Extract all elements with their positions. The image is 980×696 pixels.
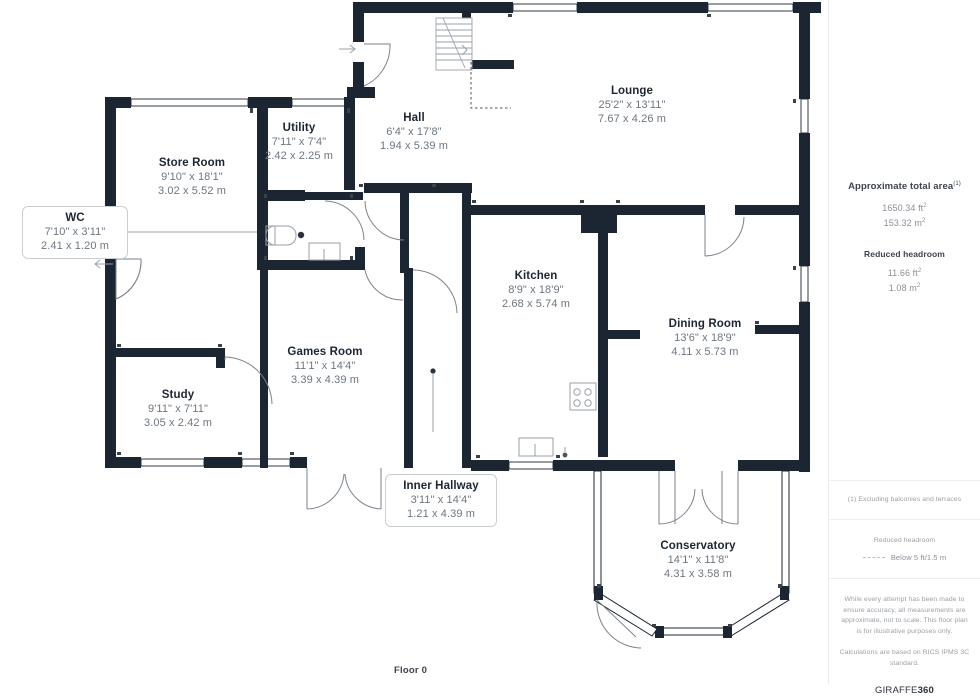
divider-1 bbox=[829, 480, 980, 482]
room-label-utility: Utility 7'11" x 7'4" 2.42 x 2.25 m bbox=[234, 121, 364, 163]
room-name: Kitchen bbox=[514, 270, 558, 282]
reduced-headroom-title: Reduced headroom bbox=[864, 249, 945, 260]
legend-section: Reduced headroom Below 5 ft/1.5 m bbox=[829, 520, 980, 578]
room-name: WC bbox=[65, 212, 85, 224]
floorplan-svg: .w { fill:#1c2633; } .win { fill:#ffffff… bbox=[22, 2, 821, 649]
room-name: Games Room bbox=[287, 346, 363, 358]
room-dim-ft: 13'6" x 18'9" bbox=[674, 332, 736, 344]
divider-2 bbox=[829, 519, 980, 521]
total-area-title-text: Approximate total area bbox=[848, 181, 954, 193]
sq-sup: 2 bbox=[917, 268, 922, 275]
total-area-m-value: 153.32 m bbox=[883, 218, 922, 229]
legend-title: Reduced headroom bbox=[873, 537, 936, 545]
room-dim-ft: 11'1" x 14'4" bbox=[294, 360, 356, 372]
room-name: Hall bbox=[403, 112, 425, 124]
footnote-section: (1) Excluding balconies and terraces bbox=[829, 481, 980, 519]
room-dim-m: 3.39 x 4.39 m bbox=[291, 374, 359, 386]
total-area-ft: 1650.34 ft2 bbox=[839, 200, 970, 215]
room-name: Utility bbox=[282, 122, 316, 134]
room-label-kitchen: Kitchen 8'9" x 18'9" 2.68 x 5.74 m bbox=[466, 269, 606, 311]
giraffe360-logo: GIRAFFE360 bbox=[839, 685, 970, 696]
room-dim-ft: 3'11" x 14'4" bbox=[410, 494, 472, 506]
room-dim-m: 2.68 x 5.74 m bbox=[502, 298, 570, 310]
info-sidebar: Approximate total area(1) 1650.34 ft2 15… bbox=[828, 0, 980, 696]
sq-sup: 2 bbox=[916, 283, 921, 290]
room-label-lounge: Lounge 25'2" x 13'11" 7.67 x 4.26 m bbox=[557, 84, 707, 126]
total-area-section: Approximate total area(1) 1650.34 ft2 15… bbox=[829, 0, 980, 230]
disclaimer-text-1: While every attempt has been made to ens… bbox=[841, 596, 968, 635]
disclaimer-text-2: Calculations are based on RICS IPMS 3C s… bbox=[839, 649, 970, 667]
reduced-headroom-ft-value: 11.66 ft bbox=[887, 268, 918, 279]
room-dim-ft: 7'10" x 3'11" bbox=[44, 226, 106, 238]
room-name: Study bbox=[161, 389, 195, 401]
reduced-headroom-section: Reduced headroom 11.66 ft2 1.08 m2 bbox=[829, 230, 980, 295]
room-dim-ft: 8'9" x 18'9" bbox=[508, 284, 564, 296]
total-area-footnote-marker: (1) bbox=[953, 181, 961, 187]
room-dim-m: 2.42 x 2.25 m bbox=[265, 150, 333, 162]
room-dim-m: 3.05 x 2.42 m bbox=[144, 417, 212, 429]
room-dim-ft: 6'4" x 17'8" bbox=[386, 126, 442, 138]
room-dim-ft: 7'11" x 7'4" bbox=[271, 136, 327, 148]
logo-text-bold: 360 bbox=[917, 685, 935, 696]
floor-label: Floor 0 bbox=[394, 665, 428, 676]
room-dim-m: 4.11 x 5.73 m bbox=[671, 346, 739, 358]
room-label-study: Study 9'11" x 7'11" 3.05 x 2.42 m bbox=[113, 388, 243, 430]
room-label-hall: Hall 6'4" x 17'8" 1.94 x 5.39 m bbox=[349, 111, 479, 153]
room-dim-ft: 14'1" x 11'8" bbox=[667, 554, 729, 566]
room-dim-m: 7.67 x 4.26 m bbox=[598, 113, 666, 125]
divider-3 bbox=[829, 578, 980, 580]
legend-label: Below 5 ft/1.5 m bbox=[890, 553, 947, 563]
reduced-headroom-ft: 11.66 ft2 bbox=[839, 265, 970, 280]
room-label-store-room: Store Room 9'10" x 18'1" 3.02 x 5.52 m bbox=[112, 156, 272, 198]
room-label-inner-hallway: Inner Hallway 3'11" x 14'4" 1.21 x 4.39 … bbox=[385, 474, 497, 527]
room-label-dining-room: Dining Room 13'6" x 18'9" 4.11 x 5.73 m bbox=[630, 317, 780, 359]
room-dim-ft: 9'11" x 7'11" bbox=[148, 403, 208, 415]
room-dim-ft: 25'2" x 13'11" bbox=[598, 99, 666, 111]
room-dim-m: 4.31 x 3.58 m bbox=[664, 568, 732, 580]
sidebar-spacer bbox=[829, 295, 980, 480]
footnote-text: (1) Excluding balconies and terraces bbox=[847, 496, 962, 504]
disclaimer-section: While every attempt has been made to ens… bbox=[829, 579, 980, 696]
sq-sup: 2 bbox=[923, 203, 927, 210]
total-area-m: 153.32 m2 bbox=[839, 215, 970, 230]
dashed-line-icon bbox=[862, 557, 885, 559]
room-dim-m: 1.21 x 4.39 m bbox=[407, 508, 475, 520]
room-dim-m: 3.02 x 5.52 m bbox=[158, 185, 226, 197]
room-label-conservatory: Conservatory 14'1" x 11'8" 4.31 x 3.58 m bbox=[623, 539, 773, 581]
room-name: Inner Hallway bbox=[403, 480, 479, 492]
floorplan-canvas[interactable]: .w { fill:#1c2633; } .win { fill:#ffffff… bbox=[0, 0, 828, 684]
reduced-headroom-m: 1.08 m2 bbox=[839, 280, 970, 295]
room-label-wc: WC 7'10" x 3'11" 2.41 x 1.20 m bbox=[22, 206, 128, 259]
room-name: Dining Room bbox=[668, 318, 742, 330]
room-dim-ft: 9'10" x 18'1" bbox=[161, 171, 223, 183]
total-area-ft-value: 1650.34 ft bbox=[882, 203, 924, 214]
room-dim-m: 2.41 x 1.20 m bbox=[41, 240, 109, 252]
room-label-games-room: Games Room 11'1" x 14'4" 3.39 x 4.39 m bbox=[250, 345, 400, 387]
legend-row: Below 5 ft/1.5 m bbox=[839, 553, 970, 562]
sq-sup: 2 bbox=[921, 218, 926, 225]
total-area-title: Approximate total area(1) bbox=[839, 178, 970, 193]
room-name: Lounge bbox=[610, 85, 654, 97]
room-dim-m: 1.94 x 5.39 m bbox=[380, 140, 448, 152]
reduced-headroom-m-value: 1.08 m bbox=[888, 283, 917, 294]
room-name: Store Room bbox=[158, 157, 226, 169]
logo-text-thin: GIRAFFE bbox=[874, 685, 918, 696]
room-name: Conservatory bbox=[660, 540, 736, 552]
